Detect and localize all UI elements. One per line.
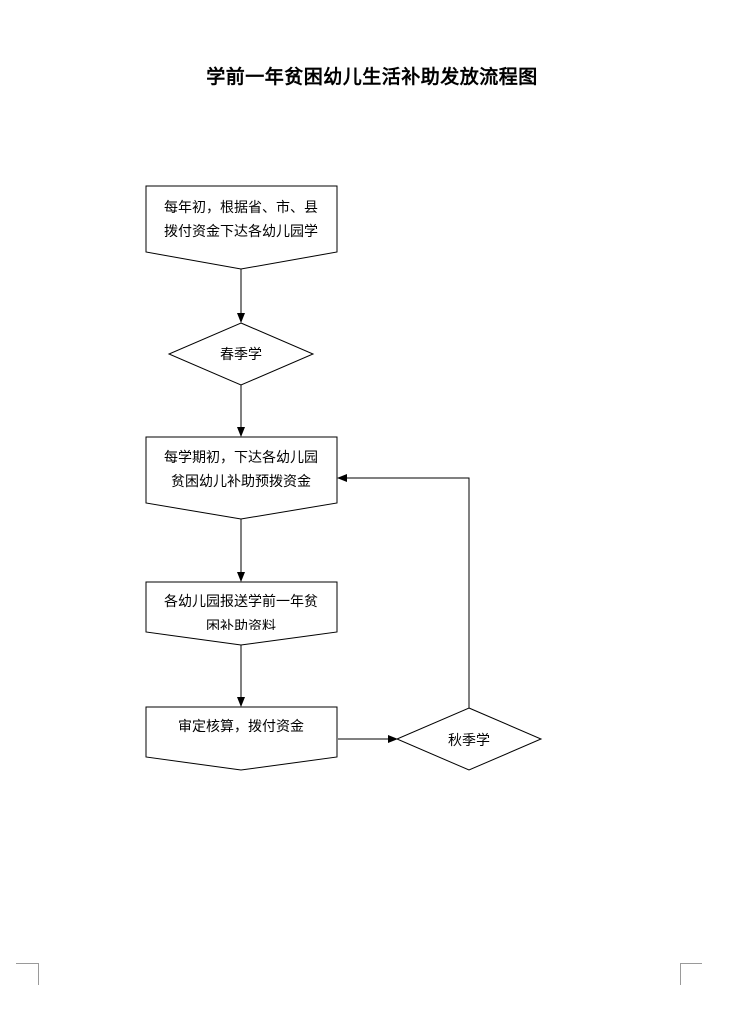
audit-line-1: 审定核算，拨付资金 [178,719,304,735]
report-line-1: 各幼儿园报送学前一年贫 [164,593,318,610]
report-line-2: 困补助资料 [206,619,276,635]
semester-line-2: 贫困幼儿补助预拨资金 [171,474,311,490]
allocate-line-1: 每年初，根据省、市、县 [164,199,318,216]
semester-line-1: 每学期初，下达各幼儿园 [164,449,318,466]
decision-autumn-semester: 秋季学 [395,707,543,771]
arrow-autumn-loop-to-semester [337,474,470,708]
allocate-line-2: 拨付资金下达各幼儿园学 [164,224,318,240]
spring-label: 春季学 [220,347,262,363]
flow-node-allocate-funds: 每年初，根据省、市、县 拨付资金下达各幼儿园学 [145,185,338,270]
page-title: 学前一年贫困幼儿生活补助发放流程图 [206,66,538,88]
autumn-label: 秋季学 [448,733,490,749]
decision-spring-semester: 春季学 [167,322,315,386]
flow-node-semester-allocation: 每学期初，下达各幼儿园 贫困幼儿补助预拨资金 [145,436,338,520]
page-corner-mark-right [680,963,703,985]
page-corner-mark-left [16,963,39,985]
flow-node-audit-disburse: 审定核算，拨付资金 [145,706,338,771]
flow-node-kindergarten-report: 各幼儿园报送学前一年贫 困补助资料 [145,581,338,646]
